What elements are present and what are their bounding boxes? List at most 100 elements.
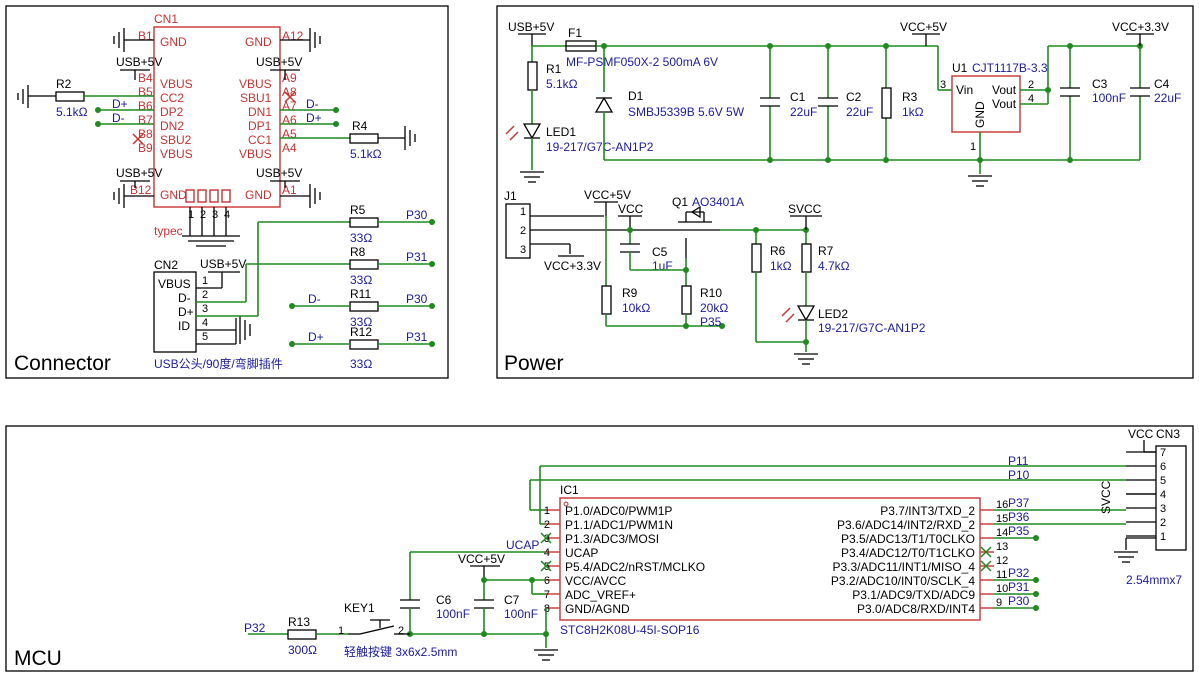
svg-text:B7: B7 <box>138 113 153 127</box>
c1-capacitor: C1 22uF <box>760 90 817 119</box>
svg-text:USB+5V: USB+5V <box>116 55 162 69</box>
svg-text:CC1: CC1 <box>248 133 272 147</box>
svg-text:2: 2 <box>200 209 206 221</box>
r12-resistor: R12 33Ω <box>349 325 379 371</box>
svg-text:R4: R4 <box>352 119 368 133</box>
svg-text:D-: D- <box>112 111 125 125</box>
q1-pmos: Q1 AO3401A <box>672 195 744 258</box>
svg-text:F1: F1 <box>568 26 582 40</box>
svg-text:STC8H2K08U-45I-SOP16: STC8H2K08U-45I-SOP16 <box>560 623 700 637</box>
svg-text:P35: P35 <box>700 315 722 329</box>
svg-text:GND: GND <box>245 188 272 202</box>
svg-text:R5: R5 <box>350 203 366 217</box>
svg-text:33Ω: 33Ω <box>350 315 372 329</box>
svg-text:B1: B1 <box>138 29 153 43</box>
r4-resistor: R4 5.1kΩ <box>349 119 382 161</box>
svg-text:22uF: 22uF <box>790 105 817 119</box>
cn3-pin-number: 3 <box>1160 503 1166 515</box>
svg-text:VCC: VCC <box>1128 427 1154 441</box>
svg-text:5.1kΩ: 5.1kΩ <box>546 77 578 91</box>
cn1-ground-symbols <box>113 28 321 247</box>
svg-text:D+: D+ <box>178 305 194 319</box>
j1-header: J1 1 2 3 <box>504 189 531 259</box>
svg-text:19-217/G7C-AN1P2: 19-217/G7C-AN1P2 <box>818 321 926 335</box>
svg-text:R8: R8 <box>350 245 366 259</box>
svg-text:D+: D+ <box>308 330 324 344</box>
cn2-usb-plug: CN2 VBUS D- D+ ID 1 2 3 4 5 USB公头/90度/弯脚… <box>153 258 283 371</box>
svg-text:20kΩ: 20kΩ <box>700 301 728 315</box>
svg-text:C2: C2 <box>846 90 862 104</box>
svg-text:U1: U1 <box>952 61 968 75</box>
led2-indicator: LED2 19-217/G7C-AN1P2 <box>781 305 926 335</box>
svg-text:VBUS: VBUS <box>239 77 272 91</box>
cn3-pin-number: 1 <box>1160 531 1166 543</box>
cn3-pin-header: VCC CN3 2.54mmx7 <box>1126 427 1187 587</box>
svg-text:A8: A8 <box>282 85 297 99</box>
ic1-pin-name: P3.5/ADC13/T1/T0CLKO <box>841 532 975 546</box>
svg-text:CN3: CN3 <box>1156 427 1180 441</box>
svg-text:4: 4 <box>1028 93 1034 105</box>
svg-text:USB+5V: USB+5V <box>256 55 302 69</box>
svg-text:22uF: 22uF <box>846 105 873 119</box>
svg-text:D-: D- <box>308 292 321 306</box>
key1-push-button: KEY1 1 2 轻触按键 3x6x2.5mm <box>338 601 457 659</box>
svg-text:GND: GND <box>160 188 187 202</box>
svg-text:100nF: 100nF <box>436 607 470 621</box>
svg-text:22uF: 22uF <box>1154 91 1181 105</box>
ic1-left-pins: 1P1.0/ADC0/PWM1P2P1.1/ADC1/PWM1N3P1.3/AD… <box>544 504 705 616</box>
svg-text:SBU1: SBU1 <box>240 91 272 105</box>
svg-text:4.7kΩ: 4.7kΩ <box>818 259 850 273</box>
svg-text:GND: GND <box>160 35 187 49</box>
svg-text:P32: P32 <box>244 621 266 635</box>
svg-text:Vout: Vout <box>992 83 1017 97</box>
svg-text:VBUS: VBUS <box>160 147 193 161</box>
svg-text:LED2: LED2 <box>818 307 848 321</box>
svg-text:Vin: Vin <box>956 83 973 97</box>
svg-text:Q1: Q1 <box>672 195 688 209</box>
c2-capacitor: C2 22uF <box>818 90 873 119</box>
svg-text:B4: B4 <box>138 71 153 85</box>
ic1-pin-name: UCAP <box>565 546 598 560</box>
ic1-pin-name: P5.4/ADC2/nRST/MCLKO <box>565 560 705 574</box>
ic1-pin-number: 2 <box>544 519 550 531</box>
svg-text:R3: R3 <box>902 90 918 104</box>
mcu-panel-frame <box>5 425 1194 672</box>
svg-text:C1: C1 <box>790 90 806 104</box>
cn1-package: typec <box>154 224 183 238</box>
svg-text:A1: A1 <box>282 183 297 197</box>
d1-tvs-diode: D1 SMBJ5339B 5.6V 5W <box>594 89 745 119</box>
svg-text:AO3401A: AO3401A <box>692 195 744 209</box>
svg-text:P30: P30 <box>1008 594 1030 608</box>
led1-indicator: LED1 19-217/G7C-AN1P2 <box>505 123 654 154</box>
ic1-pin-name: P3.3/ADC11/INT1/MISO_4 <box>833 560 976 574</box>
svg-text:R12: R12 <box>350 325 372 339</box>
svg-text:GND: GND <box>245 35 272 49</box>
cn3-pin-number: 7 <box>1160 447 1166 459</box>
ic1-pin-number: 13 <box>996 541 1008 553</box>
svg-text:CJT1117B-3.3: CJT1117B-3.3 <box>972 61 1048 75</box>
r2-resistor: R2 5.1kΩ <box>55 77 88 119</box>
svg-text:3: 3 <box>212 209 218 221</box>
svg-text:J1: J1 <box>504 189 517 203</box>
svg-text:1: 1 <box>970 141 976 153</box>
svg-text:1: 1 <box>338 625 344 637</box>
svg-text:VCC+5V: VCC+5V <box>900 20 947 34</box>
svg-text:D+: D+ <box>306 111 322 125</box>
svg-text:B9: B9 <box>138 141 153 155</box>
ic1-pin-name: P1.0/ADC0/PWM1P <box>565 504 672 518</box>
svg-text:R10: R10 <box>700 286 722 300</box>
svg-text:1: 1 <box>520 206 526 218</box>
svg-text:B12: B12 <box>130 183 152 197</box>
ic1-pin-name: GND/AGND <box>565 602 630 616</box>
ic1-pin-name: P1.3/ADC3/MOSI <box>565 532 659 546</box>
svg-text:P35: P35 <box>1008 524 1030 538</box>
svg-text:R1: R1 <box>546 62 562 76</box>
svg-text:SVCC: SVCC <box>1099 480 1113 514</box>
svg-text:33Ω: 33Ω <box>350 273 372 287</box>
r11-resistor: R11 33Ω <box>349 287 379 329</box>
svg-text:B8: B8 <box>138 127 153 141</box>
c5-capacitor: C5 1uF <box>620 243 673 273</box>
svg-text:3: 3 <box>940 79 946 91</box>
